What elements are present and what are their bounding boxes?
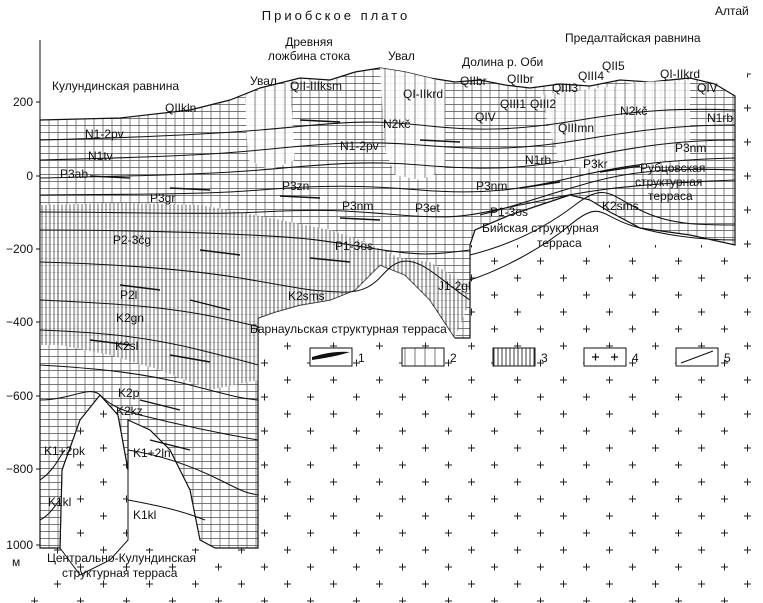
strata-label: P3zn (282, 179, 309, 193)
label-drevnyaya-2: ложбина стока (268, 49, 351, 63)
strata-label: QIIkln (165, 101, 196, 115)
legend-item-3: 3 (492, 347, 548, 367)
strata-label: P1-3os (335, 239, 373, 253)
legend-item-4: 4 (583, 347, 639, 367)
lens-hatches (89, 119, 641, 451)
vertical-zone-a (245, 82, 295, 170)
strata-label: QII-IIIksm (290, 79, 342, 93)
y-tick: −200 (6, 242, 33, 256)
legend-item-5: 5 (675, 347, 731, 367)
strata-label: K2kz (116, 404, 143, 418)
legend-label: 2 (450, 351, 457, 365)
sedimentary-body (39, 67, 736, 549)
strata-label: K1+2pk (44, 444, 86, 458)
label-barnaul: Барнаульская структурная терраса (250, 322, 447, 336)
legend: 1 2 3 4 5 (309, 347, 731, 367)
strata-label: P2-3čg (113, 233, 151, 247)
label-rubtsovsk-2: структурная (635, 175, 702, 189)
strata-label: P1-3os (490, 205, 528, 219)
strata-label: N1rb (525, 153, 551, 167)
strata-label: P3gr (150, 191, 175, 205)
label-uval-left: Увал (250, 74, 277, 88)
strata-label: P3nm (675, 141, 706, 155)
strata-label: P3ab (60, 167, 88, 181)
strata-label: QIIbr (460, 74, 487, 88)
y-axis-unit: м (12, 555, 20, 569)
y-tick: 0 (26, 169, 33, 183)
label-rubtsovsk-1: Рубцовская (640, 161, 705, 175)
strata-label: N2kč (620, 104, 647, 118)
strata-label: K1kl (133, 508, 156, 522)
label-central-2: структурная терраса (62, 566, 178, 580)
label-biysk-1: Бийская структурная (482, 221, 599, 235)
strata-label: N1rb (707, 111, 733, 125)
y-tick: −400 (6, 315, 33, 329)
strata-label: QIII2 (530, 97, 556, 111)
strata-label: K2sms (602, 199, 639, 213)
strata-label: QIIImn (558, 121, 594, 135)
label-altai: Алтай (715, 4, 749, 18)
legend-label: 1 (358, 351, 365, 365)
strata-label: P2l (120, 288, 137, 302)
strata-label: P3kr (583, 157, 608, 171)
strata-label: QIIbr (507, 72, 534, 86)
strata-label: QI-IIkrd (403, 87, 443, 101)
strata-label: QIII4 (578, 69, 604, 83)
strata-label: K2p (118, 386, 140, 400)
label-dolina: Долина р. Оби (462, 55, 543, 69)
strata-label: N1-2pv (85, 127, 124, 141)
strata-label: QIV (475, 110, 496, 124)
label-drevnyaya-1: Древняя (285, 35, 332, 49)
strata-label: K1+2ln (133, 446, 171, 460)
layer-boundaries (39, 108, 736, 521)
strata-label: N1-2pv (340, 139, 379, 153)
strata-label: K1kl (48, 495, 71, 509)
label-biysk-2: терраса (537, 236, 582, 250)
basement-area (258, 245, 735, 585)
y-tick: −600 (6, 389, 33, 403)
strata-label: P3nm (342, 199, 373, 213)
label-kulunda: Кулундинская равнина (52, 79, 179, 93)
strata-label: QII5 (602, 59, 625, 73)
y-axis-ticks (36, 101, 40, 546)
strata-label: QI-IIkrd (660, 67, 700, 81)
strata-label: K2sms (288, 289, 325, 303)
label-uval-right: Увал (388, 49, 415, 63)
strata-label: J1-2gl (438, 279, 471, 293)
strata-label: P3et (415, 201, 440, 215)
label-predaltai: Предалтайская равнина (565, 31, 701, 45)
legend-label: 5 (724, 351, 731, 365)
vertical-zone-c (540, 80, 690, 170)
legend-item-2: 2 (401, 347, 457, 367)
y-tick: 1000 (6, 538, 33, 552)
label-central-1: Центрально-Кулундинская (47, 551, 196, 565)
y-tick: 200 (13, 95, 33, 109)
figure-title: Приобское плато (262, 8, 410, 23)
label-rubtsovsk-3: терраса (648, 189, 693, 203)
y-tick: −800 (6, 462, 33, 476)
strata-label: N2kč (383, 117, 410, 131)
strata-label: QIII3 (552, 81, 578, 95)
legend-label: 3 (541, 351, 548, 365)
strata-label: QIV (697, 81, 718, 95)
strata-label: K2sl (115, 339, 138, 353)
strata-label: K2gn (116, 311, 144, 325)
legend-item-1: 1 (309, 347, 365, 367)
strata-labels: QIIkln QII-IIIksm QI-IIkrd QIIbr QIIbr Q… (44, 59, 733, 522)
strata-label: P3nm (476, 179, 507, 193)
strata-label: QIII1 (500, 97, 526, 111)
dense-zone (40, 203, 470, 390)
legend-label: 4 (632, 351, 639, 365)
strata-label: N1tv (88, 149, 113, 163)
